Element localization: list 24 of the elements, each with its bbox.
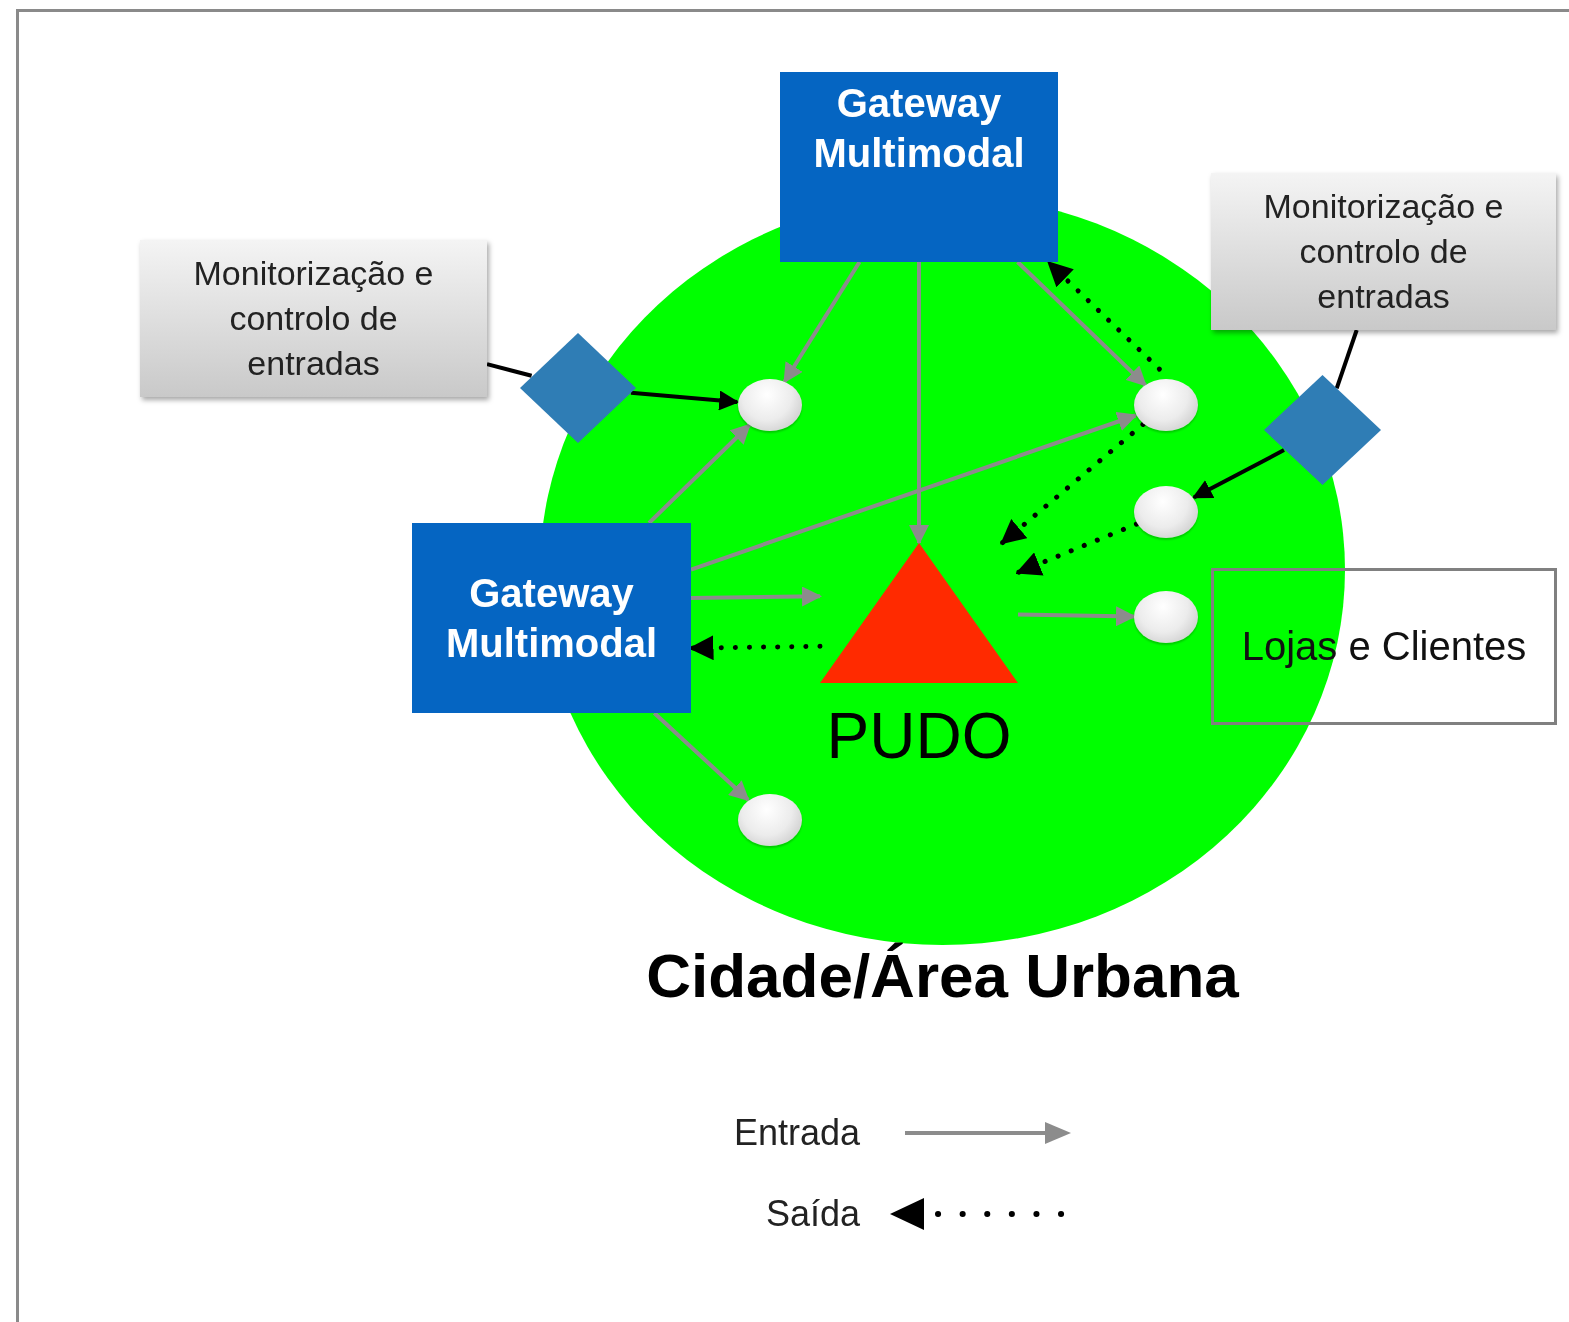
legend-label: Entrada xyxy=(732,1112,860,1154)
arrow xyxy=(1192,448,1285,500)
arrow xyxy=(630,390,740,411)
pudo-label: PUDO xyxy=(825,701,1013,771)
box-label: Lojas e Clientes xyxy=(1241,624,1527,669)
line xyxy=(1334,329,1359,390)
dotted-arrow xyxy=(999,421,1146,546)
legend-label: Saída xyxy=(764,1193,860,1235)
arrow xyxy=(909,262,929,545)
arrow xyxy=(1017,606,1136,627)
line xyxy=(486,362,533,378)
arrow xyxy=(647,423,751,525)
arrow xyxy=(782,260,862,384)
box-label: Gateway Multimodal xyxy=(444,570,659,667)
arrow xyxy=(690,586,822,607)
box-label: Monitorização e controlo de entradas xyxy=(192,253,435,384)
dotted-arrow xyxy=(1015,521,1139,576)
arrow xyxy=(652,711,750,802)
box-label: Gateway Multimodal xyxy=(812,80,1026,177)
arrow xyxy=(690,411,1138,572)
box-label: Monitorização e controlo de entradas xyxy=(1262,186,1505,317)
dotted-arrow xyxy=(1046,260,1162,372)
area-heading: Cidade/Área Urbana xyxy=(645,940,1240,1011)
arrow xyxy=(1016,260,1147,387)
